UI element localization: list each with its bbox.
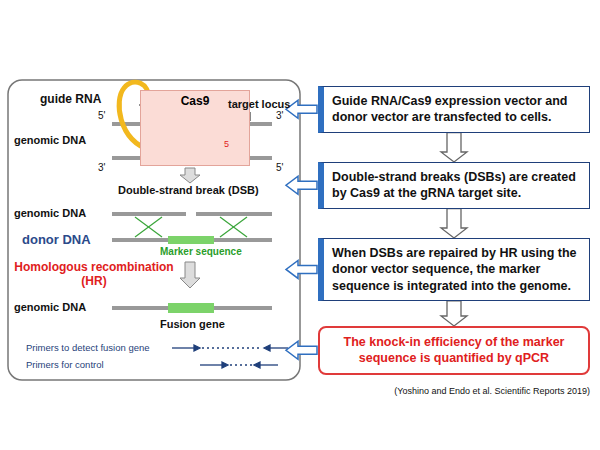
process-box: Double-strand breaks (DSBs) are created … — [318, 162, 590, 209]
primer-arrows — [172, 345, 288, 368]
box-text: The knock-in efficiency of the marker se… — [328, 334, 580, 367]
label: 5' — [276, 162, 283, 173]
label: Fusion gene — [160, 318, 225, 330]
dna-strand — [196, 212, 272, 216]
process-box: The knock-in efficiency of the marker se… — [318, 326, 590, 375]
pointer-arrow — [286, 176, 317, 194]
label: Primers to detect fusion gene — [26, 342, 150, 353]
label: guide RNA — [40, 92, 101, 106]
label: Marker sequence — [160, 246, 242, 257]
pointer-arrow — [286, 260, 317, 278]
label: target locus — [228, 98, 290, 110]
label: donor DNA — [22, 232, 91, 247]
flow-arrow — [441, 209, 467, 239]
process-arrow — [180, 168, 200, 183]
label: Homologous recombination (HR) — [10, 260, 178, 288]
box-text: Double-strand breaks (DSBs) are created … — [332, 169, 581, 202]
box-text: Guide RNA/Cas9 expression vector and don… — [332, 93, 581, 126]
label: genomic DNA — [14, 207, 86, 219]
process-arrow — [180, 262, 200, 288]
process-box: When DSBs are repaired by HR using the d… — [318, 238, 590, 301]
pointer-arrow — [286, 341, 317, 359]
panel-frame — [8, 80, 300, 380]
crossover-lines — [135, 217, 247, 237]
flow-arrow — [441, 133, 467, 163]
label: 5' — [98, 110, 105, 121]
process-box: Guide RNA/Cas9 expression vector and don… — [318, 86, 590, 133]
marker-block — [168, 236, 214, 244]
label: 5 — [224, 139, 229, 149]
flow-arrow — [441, 301, 467, 326]
box-text: When DSBs are repaired by HR using the d… — [332, 245, 581, 294]
label: 3' — [276, 110, 283, 121]
label: genomic DNA — [14, 134, 86, 146]
dna-strand — [112, 212, 186, 216]
label: Double-strand break (DSB) — [118, 184, 259, 196]
marker-block — [168, 303, 214, 313]
pointer-arrow — [286, 100, 317, 118]
label: (Yoshino and Endo et al. Scientific Repo… — [318, 386, 590, 396]
label: Primers for control — [26, 359, 104, 370]
label: genomic DNA — [14, 301, 86, 313]
label: 3' — [98, 162, 105, 173]
